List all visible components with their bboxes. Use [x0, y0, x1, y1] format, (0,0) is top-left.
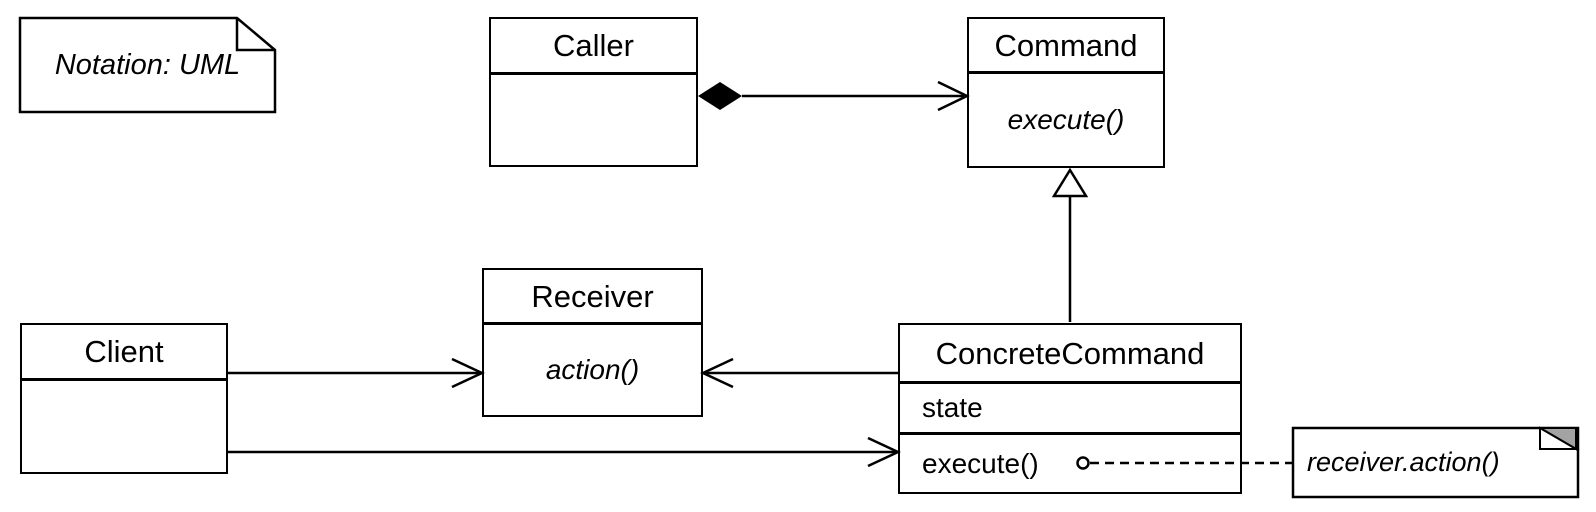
uml-notation-note-shape — [18, 16, 277, 114]
class-client-name: Client — [22, 325, 226, 381]
class-receiver-operation-action: action() — [545, 354, 640, 385]
class-receiver: Receiver action() — [482, 268, 703, 417]
class-caller-name: Caller — [491, 19, 696, 75]
note-body — [18, 16, 277, 114]
class-command: Command execute() — [967, 17, 1165, 168]
class-client: Client — [20, 323, 228, 474]
class-concretecommand-operation-execute: execute() — [922, 447, 1039, 479]
class-receiver-name: Receiver — [484, 270, 701, 325]
class-caller-empty-compartment — [491, 75, 696, 165]
class-concretecommand-name: ConcreteCommand — [900, 325, 1240, 384]
class-concretecommand: ConcreteCommand state execute() — [898, 323, 1242, 494]
class-command-name: Command — [969, 19, 1163, 74]
class-caller: Caller — [489, 17, 698, 167]
class-concretecommand-attribute-state: state — [900, 384, 1240, 435]
note-body — [1291, 426, 1580, 499]
receiver-action-note-text: receiver.action() — [1307, 447, 1500, 477]
note-fold-icon — [235, 18, 275, 52]
receiver-action-note-shape — [1291, 426, 1580, 499]
note-fold-white-icon — [1539, 426, 1580, 450]
class-command-operation-execute: execute() — [1007, 104, 1125, 135]
class-client-empty-compartment — [22, 381, 226, 472]
uml-notation-note-text: Notation: UML — [54, 48, 241, 81]
